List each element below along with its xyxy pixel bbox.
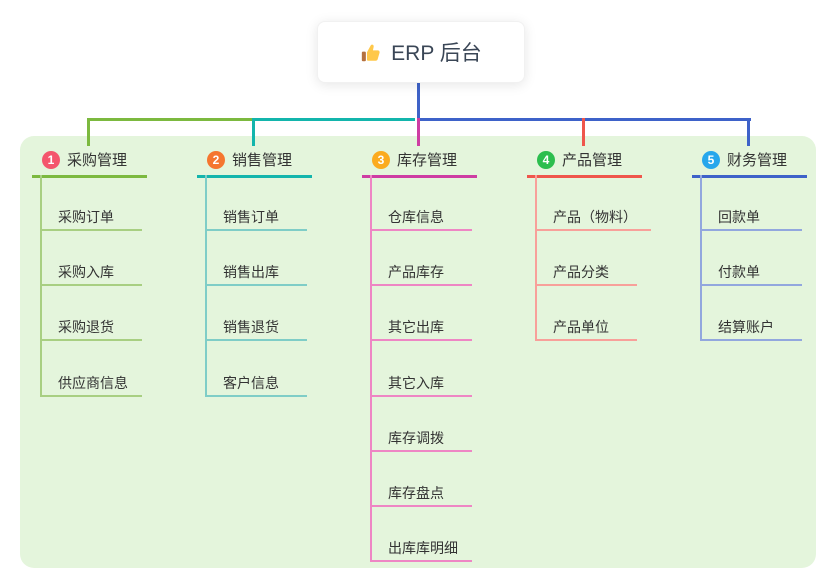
root-node[interactable]: ERP 后台 bbox=[317, 21, 525, 83]
sub-item-node[interactable]: 回款单 bbox=[700, 207, 802, 231]
branch-header-node[interactable]: 4 产品管理 bbox=[527, 149, 642, 178]
branch-number-badge: 2 bbox=[207, 150, 225, 169]
sub-item-node[interactable]: 产品单位 bbox=[535, 317, 637, 342]
sub-item-node[interactable]: 出库库明细 bbox=[370, 538, 472, 563]
connector-root-line bbox=[417, 81, 420, 121]
sub-item-node[interactable]: 客户信息 bbox=[205, 373, 307, 397]
sub-item-label: 结算账户 bbox=[718, 319, 774, 336]
sub-item-node[interactable]: 采购退货 bbox=[40, 317, 142, 342]
branch-header-node[interactable]: 3 库存管理 bbox=[362, 149, 477, 178]
branch-connector-vline bbox=[700, 175, 702, 340]
branch-number-badge: 4 bbox=[537, 150, 555, 169]
connector-drop-line bbox=[582, 118, 585, 146]
sub-item-label: 销售退货 bbox=[223, 319, 279, 336]
branch-label: 销售管理 bbox=[232, 152, 293, 169]
sub-item-node[interactable]: 产品（物料） bbox=[535, 207, 651, 231]
branch-label: 采购管理 bbox=[67, 152, 128, 169]
branch-connector-vline bbox=[535, 175, 537, 340]
branch-label: 产品管理 bbox=[562, 152, 623, 169]
sub-item-node[interactable]: 销售出库 bbox=[205, 262, 307, 287]
sub-item-node[interactable]: 销售退货 bbox=[205, 317, 307, 342]
sub-item-label: 回款单 bbox=[718, 209, 760, 225]
branch-header-node[interactable]: 1 采购管理 bbox=[32, 149, 147, 178]
branch-number-badge: 5 bbox=[702, 150, 720, 169]
mindmap-panel bbox=[20, 136, 816, 568]
root-node-label: ERP 后台 bbox=[391, 42, 482, 65]
branch-column: 1 采购管理 采购订单采购入库采购退货供应商信息 bbox=[32, 149, 172, 397]
branch-number-badge: 3 bbox=[372, 150, 390, 169]
sub-item-label: 库存盘点 bbox=[388, 485, 444, 501]
sub-item-label: 客户信息 bbox=[223, 374, 279, 391]
sub-item-node[interactable]: 产品库存 bbox=[370, 262, 472, 287]
sub-item-label: 采购入库 bbox=[58, 264, 114, 281]
branch-column: 2 销售管理 销售订单销售出库销售退货客户信息 bbox=[197, 149, 337, 397]
sub-item-label: 库存调拨 bbox=[388, 429, 444, 446]
connector-drop-line bbox=[417, 118, 420, 146]
sub-item-node[interactable]: 库存盘点 bbox=[370, 483, 472, 507]
sub-item-node[interactable]: 结算账户 bbox=[700, 317, 802, 342]
sub-item-node[interactable]: 其它出库 bbox=[370, 317, 472, 342]
sub-item-node[interactable]: 产品分类 bbox=[535, 262, 637, 287]
sub-item-label: 出库库明细 bbox=[388, 540, 458, 557]
sub-item-label: 采购退货 bbox=[58, 319, 114, 336]
sub-item-node[interactable]: 采购入库 bbox=[40, 262, 142, 287]
sub-item-label: 其它出库 bbox=[388, 319, 444, 336]
branch-column: 4 产品管理 产品（物料） 产品分类产品单位 bbox=[527, 149, 667, 342]
connector-drop-line bbox=[747, 118, 750, 146]
sub-item-label: 供应商信息 bbox=[58, 374, 128, 391]
branch-column: 3 库存管理 仓库信息产品库存其它出库其它入库库存调拨库存盘点出库库明细 bbox=[362, 149, 502, 563]
sub-item-label: 产品（物料） bbox=[553, 209, 637, 225]
sub-item-label: 付款单 bbox=[718, 264, 760, 281]
branch-column: 5 财务管理 回款单付款单结算账户 bbox=[692, 149, 832, 342]
branch-number-badge: 1 bbox=[42, 150, 60, 169]
sub-item-node[interactable]: 销售订单 bbox=[205, 207, 307, 231]
sub-item-label: 其它入库 bbox=[388, 374, 444, 391]
branch-label: 财务管理 bbox=[727, 152, 788, 169]
sub-item-node[interactable]: 供应商信息 bbox=[40, 373, 142, 397]
sub-item-label: 产品单位 bbox=[553, 319, 609, 336]
thumbs-up-icon bbox=[360, 42, 382, 64]
sub-item-node[interactable]: 库存调拨 bbox=[370, 428, 472, 452]
connector-drop-line bbox=[87, 118, 90, 146]
sub-item-label: 产品分类 bbox=[553, 264, 609, 281]
sub-item-label: 销售订单 bbox=[223, 209, 279, 225]
sub-item-node[interactable]: 仓库信息 bbox=[370, 207, 472, 231]
sub-item-node[interactable]: 采购订单 bbox=[40, 207, 142, 231]
branch-connector-vline bbox=[370, 175, 372, 561]
sub-item-node[interactable]: 付款单 bbox=[700, 262, 802, 287]
branch-label: 库存管理 bbox=[397, 152, 458, 169]
sub-item-label: 仓库信息 bbox=[388, 209, 444, 225]
connector-bus-segment bbox=[87, 118, 254, 121]
branch-header-node[interactable]: 5 财务管理 bbox=[692, 149, 807, 178]
connector-bus-segment bbox=[253, 118, 415, 121]
sub-item-label: 产品库存 bbox=[388, 264, 444, 281]
connector-drop-line bbox=[252, 118, 255, 146]
sub-item-node[interactable]: 其它入库 bbox=[370, 373, 472, 397]
sub-item-label: 采购订单 bbox=[58, 209, 114, 225]
sub-item-label: 销售出库 bbox=[223, 264, 279, 281]
branch-header-node[interactable]: 2 销售管理 bbox=[197, 149, 312, 178]
